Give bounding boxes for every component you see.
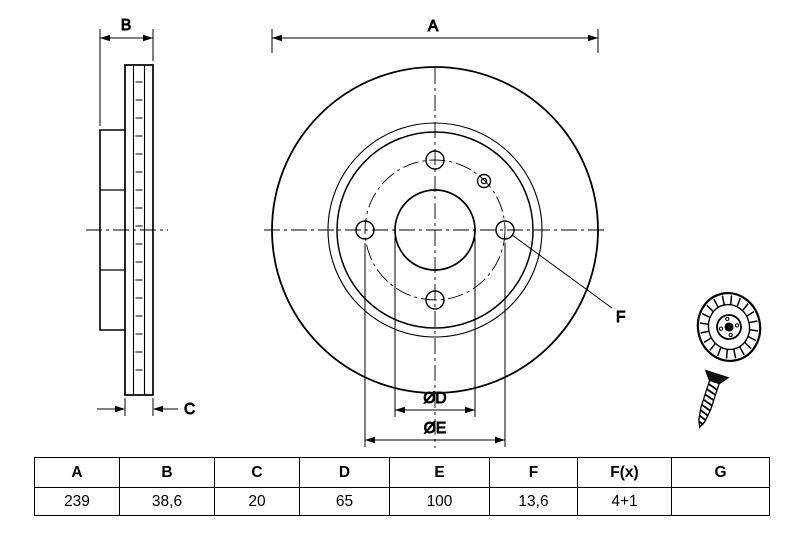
side-view-cross-section [86, 64, 168, 396]
spec-col-header-a: A [34, 457, 120, 488]
spec-value-e: 100 [389, 487, 490, 516]
dimension-c: C [97, 398, 196, 419]
dim-label-c: C [184, 401, 195, 418]
spec-value-d: 65 [299, 487, 390, 516]
front-view [264, 66, 606, 448]
dim-label-a: A [428, 18, 439, 35]
spec-col-header-f: F [489, 457, 578, 488]
vent-ticks [135, 81, 143, 371]
dimension-b: B [99, 17, 154, 126]
leader-label-f: F [616, 309, 625, 326]
spec-value-f: 13,6 [489, 487, 578, 516]
spec-value-g [671, 487, 770, 516]
locating-pin-hole [476, 173, 492, 189]
spec-header-row: A B C D E F F(x) G [34, 457, 770, 488]
spec-value-row: 239 38,6 20 65 100 13,6 4+1 [34, 487, 770, 516]
spec-value-a: 239 [34, 487, 120, 516]
leader-f: F [511, 234, 626, 327]
spec-col-header-g: G [671, 457, 770, 488]
spec-col-header-c: C [214, 457, 300, 488]
brake-disc-icon [696, 292, 762, 362]
dim-label-e: ØE [424, 420, 446, 437]
spec-value-fx: 4+1 [577, 487, 672, 516]
dimension-a: A [271, 18, 599, 53]
spec-table: A B C D E F F(x) G 239 38,6 20 65 100 13… [34, 457, 770, 516]
technical-drawing: A B C ØD [86, 17, 762, 448]
spec-value-b: 38,6 [119, 487, 215, 516]
spec-col-header-fx: F(x) [577, 457, 672, 488]
spec-value-c: 20 [214, 487, 300, 516]
spec-col-header-b: B [119, 457, 215, 488]
dim-label-d: ØD [423, 390, 446, 407]
dimension-e: ØE [364, 243, 506, 447]
dim-label-b: B [121, 17, 131, 34]
spec-col-header-d: D [299, 457, 390, 488]
dimension-d: ØD [394, 237, 476, 417]
screw-icon [698, 369, 730, 429]
spec-col-header-e: E [389, 457, 490, 488]
